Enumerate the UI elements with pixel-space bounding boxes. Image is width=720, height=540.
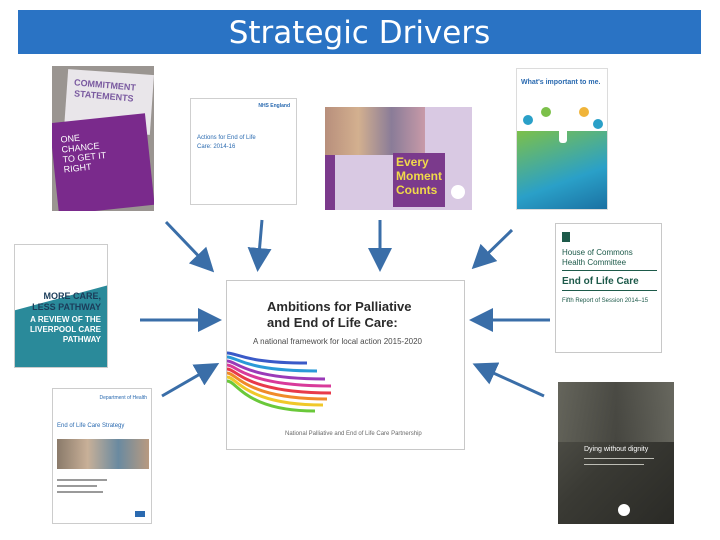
more-care-line2: LESS PATHWAY [32,302,101,312]
every-moment-line2: Moment [396,169,442,183]
actions-end-of-life-doc: NHS England Actions for End of Life Care… [190,98,297,205]
strategy-title: End of Life Care Strategy [57,423,125,429]
arrow-bottom-right [472,362,545,398]
ambitions-title-line2: and End of Life Care: [267,315,398,330]
end-of-life-strategy-doc: Department of Health End of Life Care St… [52,388,152,524]
rainbow-lines [227,351,332,413]
ambitions-footer: National Palliative and End of Life Care… [285,431,422,437]
title-bar: Strategic Drivers [18,10,701,54]
every-moment-line3: Counts [396,183,438,197]
arrow-bottom-left [161,363,220,398]
dying-without-dignity-doc: Dying without dignity [558,382,674,524]
dying-title: Dying without dignity [584,446,649,453]
house-of-commons-doc: House of Commons Health Committee End of… [555,223,662,353]
whats-important-doc: What's important to me. [516,68,608,210]
ambitions-main-doc: Ambitions for Palliative and End of Life… [226,280,465,450]
actions-title-line2: Care: 2014-16 [197,144,236,150]
more-care-line1: MORE CARE, [43,291,101,301]
commons-line2: Health Committee [562,258,627,267]
nhs-logo: NHS England [258,103,290,109]
arrow-top-left [164,220,215,273]
commitment-sub: ONE CHANCE TO GET IT RIGHT [60,132,107,175]
every-moment-line1: Every [396,155,429,169]
ambitions-subtitle: A national framework for local action 20… [253,337,422,346]
commons-line1: House of Commons [562,248,633,257]
actions-title-line1: Actions for End of Life [197,135,256,141]
whats-important-title: What's important to me. [521,79,601,86]
every-moment-counts-doc: Every Moment Counts [325,107,472,210]
arrow-top-center-left [247,219,272,272]
more-care-line4: LIVERPOOL CARE [30,325,101,334]
arrow-top-right [471,228,514,270]
commons-sub: Fifth Report of Session 2014–15 [562,298,649,304]
ambitions-title-line1: Ambitions for Palliative [267,299,412,314]
doh-logo: Department of Health [99,395,147,401]
more-care-less-pathway-doc: MORE CARE, LESS PATHWAY A REVIEW OF THE … [14,244,108,368]
commitment-statements-doc: COMMITMENT STATEMENTS ONE CHANCE TO GET … [52,66,154,211]
commons-title: End of Life Care [562,276,639,287]
more-care-line5: PATHWAY [62,335,101,344]
page-title: Strategic Drivers [228,15,491,51]
more-care-line3: A REVIEW OF THE [30,315,101,324]
